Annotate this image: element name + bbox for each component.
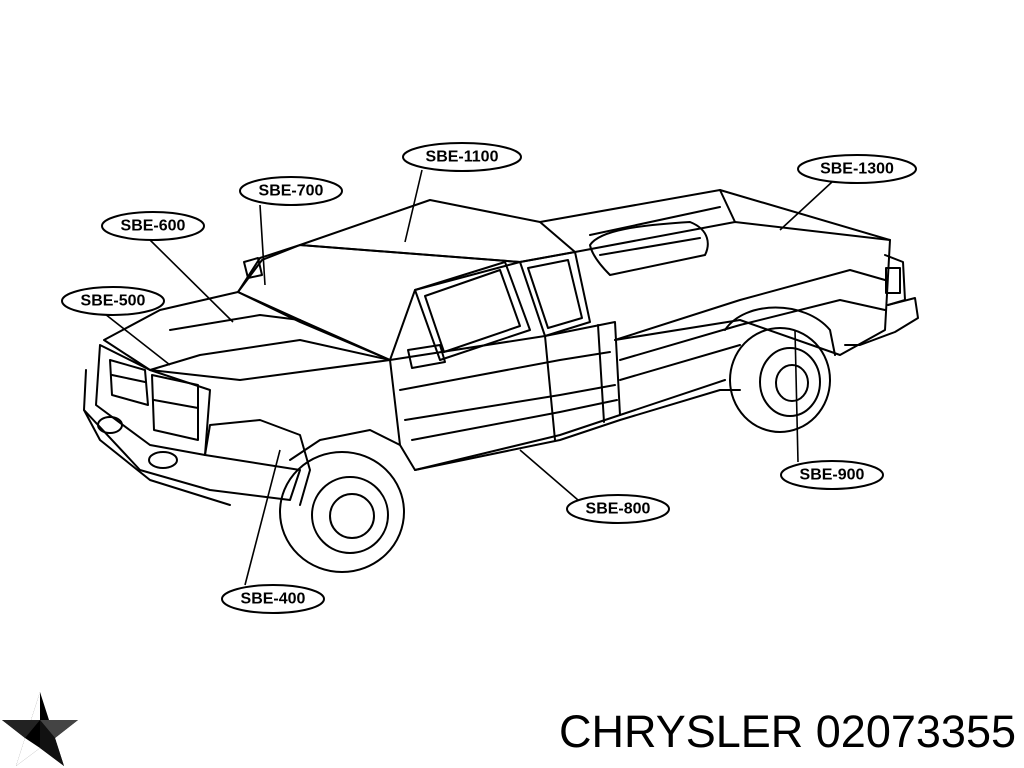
leader-sbe-800: [519, 449, 579, 501]
callout-sbe-700: SBE-700: [239, 176, 343, 206]
brand-part-number: CHRYSLER 02073355: [559, 706, 1016, 757]
leader-sbe-600: [149, 239, 234, 323]
leader-sbe-400: [244, 449, 281, 586]
callout-label: SBE-600: [121, 218, 186, 235]
callout-sbe-1100: SBE-1100: [402, 142, 522, 172]
callout-label: SBE-900: [800, 467, 865, 484]
callout-sbe-600: SBE-600: [101, 211, 205, 241]
leader-sbe-1100: [404, 169, 423, 243]
callout-label: SBE-1100: [426, 149, 499, 166]
callout-label: SBE-1300: [820, 161, 894, 178]
chrysler-pentastar-icon: [2, 692, 78, 766]
callout-label: SBE-800: [586, 501, 651, 518]
truck-illustration: [83, 189, 919, 573]
leader-sbe-500: [104, 313, 171, 366]
leader-lines: [104, 169, 833, 586]
callout-sbe-800: SBE-800: [566, 494, 670, 524]
callout-sbe-400: SBE-400: [221, 584, 325, 614]
callout-sbe-900: SBE-900: [780, 460, 884, 490]
callout-label: SBE-400: [241, 591, 306, 608]
callout-sbe-500: SBE-500: [61, 286, 165, 316]
leader-sbe-900: [794, 329, 799, 463]
callout-label: SBE-700: [259, 183, 324, 200]
callout-label: SBE-500: [81, 293, 146, 310]
leader-sbe-1300: [779, 181, 833, 231]
leader-sbe-700: [259, 204, 266, 286]
callout-sbe-1300: SBE-1300: [797, 154, 917, 184]
